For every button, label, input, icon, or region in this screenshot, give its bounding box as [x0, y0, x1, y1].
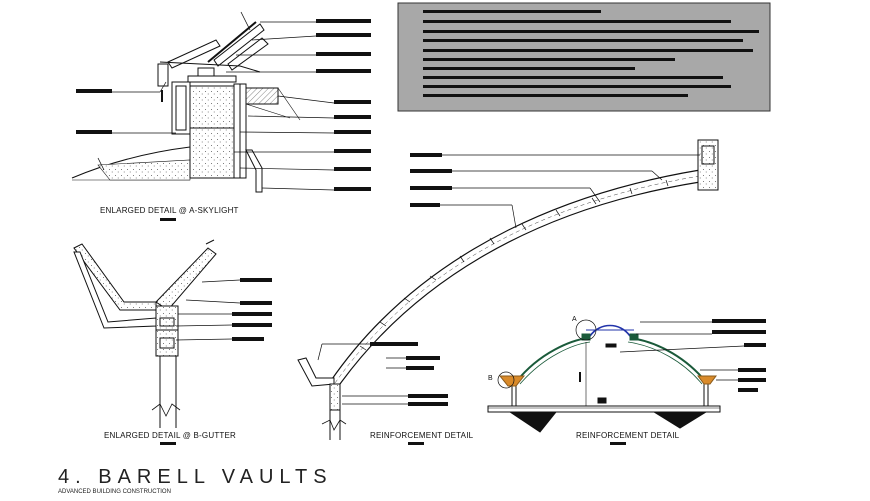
arch-reinforcement-caption: REINFORCEMENT DETAIL	[370, 431, 474, 440]
vault-section-tag-bars	[610, 319, 766, 445]
marker-b: B	[488, 375, 493, 382]
gutter-tag-bars	[160, 278, 272, 445]
skylight-detail-caption: ENLARGED DETAIL @ A-SKYLIGHT	[100, 206, 239, 215]
general-notes-box	[397, 2, 771, 112]
vault-section-detail	[487, 319, 721, 433]
gutter-detail	[73, 239, 217, 428]
sheet-title: 4. BARELL VAULTS	[58, 466, 333, 488]
skylight-tag-bars	[76, 19, 371, 221]
vault-section-callouts	[619, 321, 745, 381]
skylight-detail	[71, 11, 301, 193]
marker-a: A	[572, 316, 577, 323]
arch-reinforcement-detail	[297, 139, 719, 440]
gutter-callouts	[175, 279, 241, 341]
arch-callouts	[317, 154, 700, 405]
gutter-detail-caption: ENLARGED DETAIL @ B-GUTTER	[104, 431, 237, 440]
sheet-subtitle: ADVANCED BUILDING CONSTRUCTION	[58, 489, 171, 495]
skylight-callouts	[112, 21, 335, 191]
arch-tag-bars	[370, 153, 452, 445]
vault-section-reinforcement-caption: REINFORCEMENT DETAIL	[576, 431, 680, 440]
